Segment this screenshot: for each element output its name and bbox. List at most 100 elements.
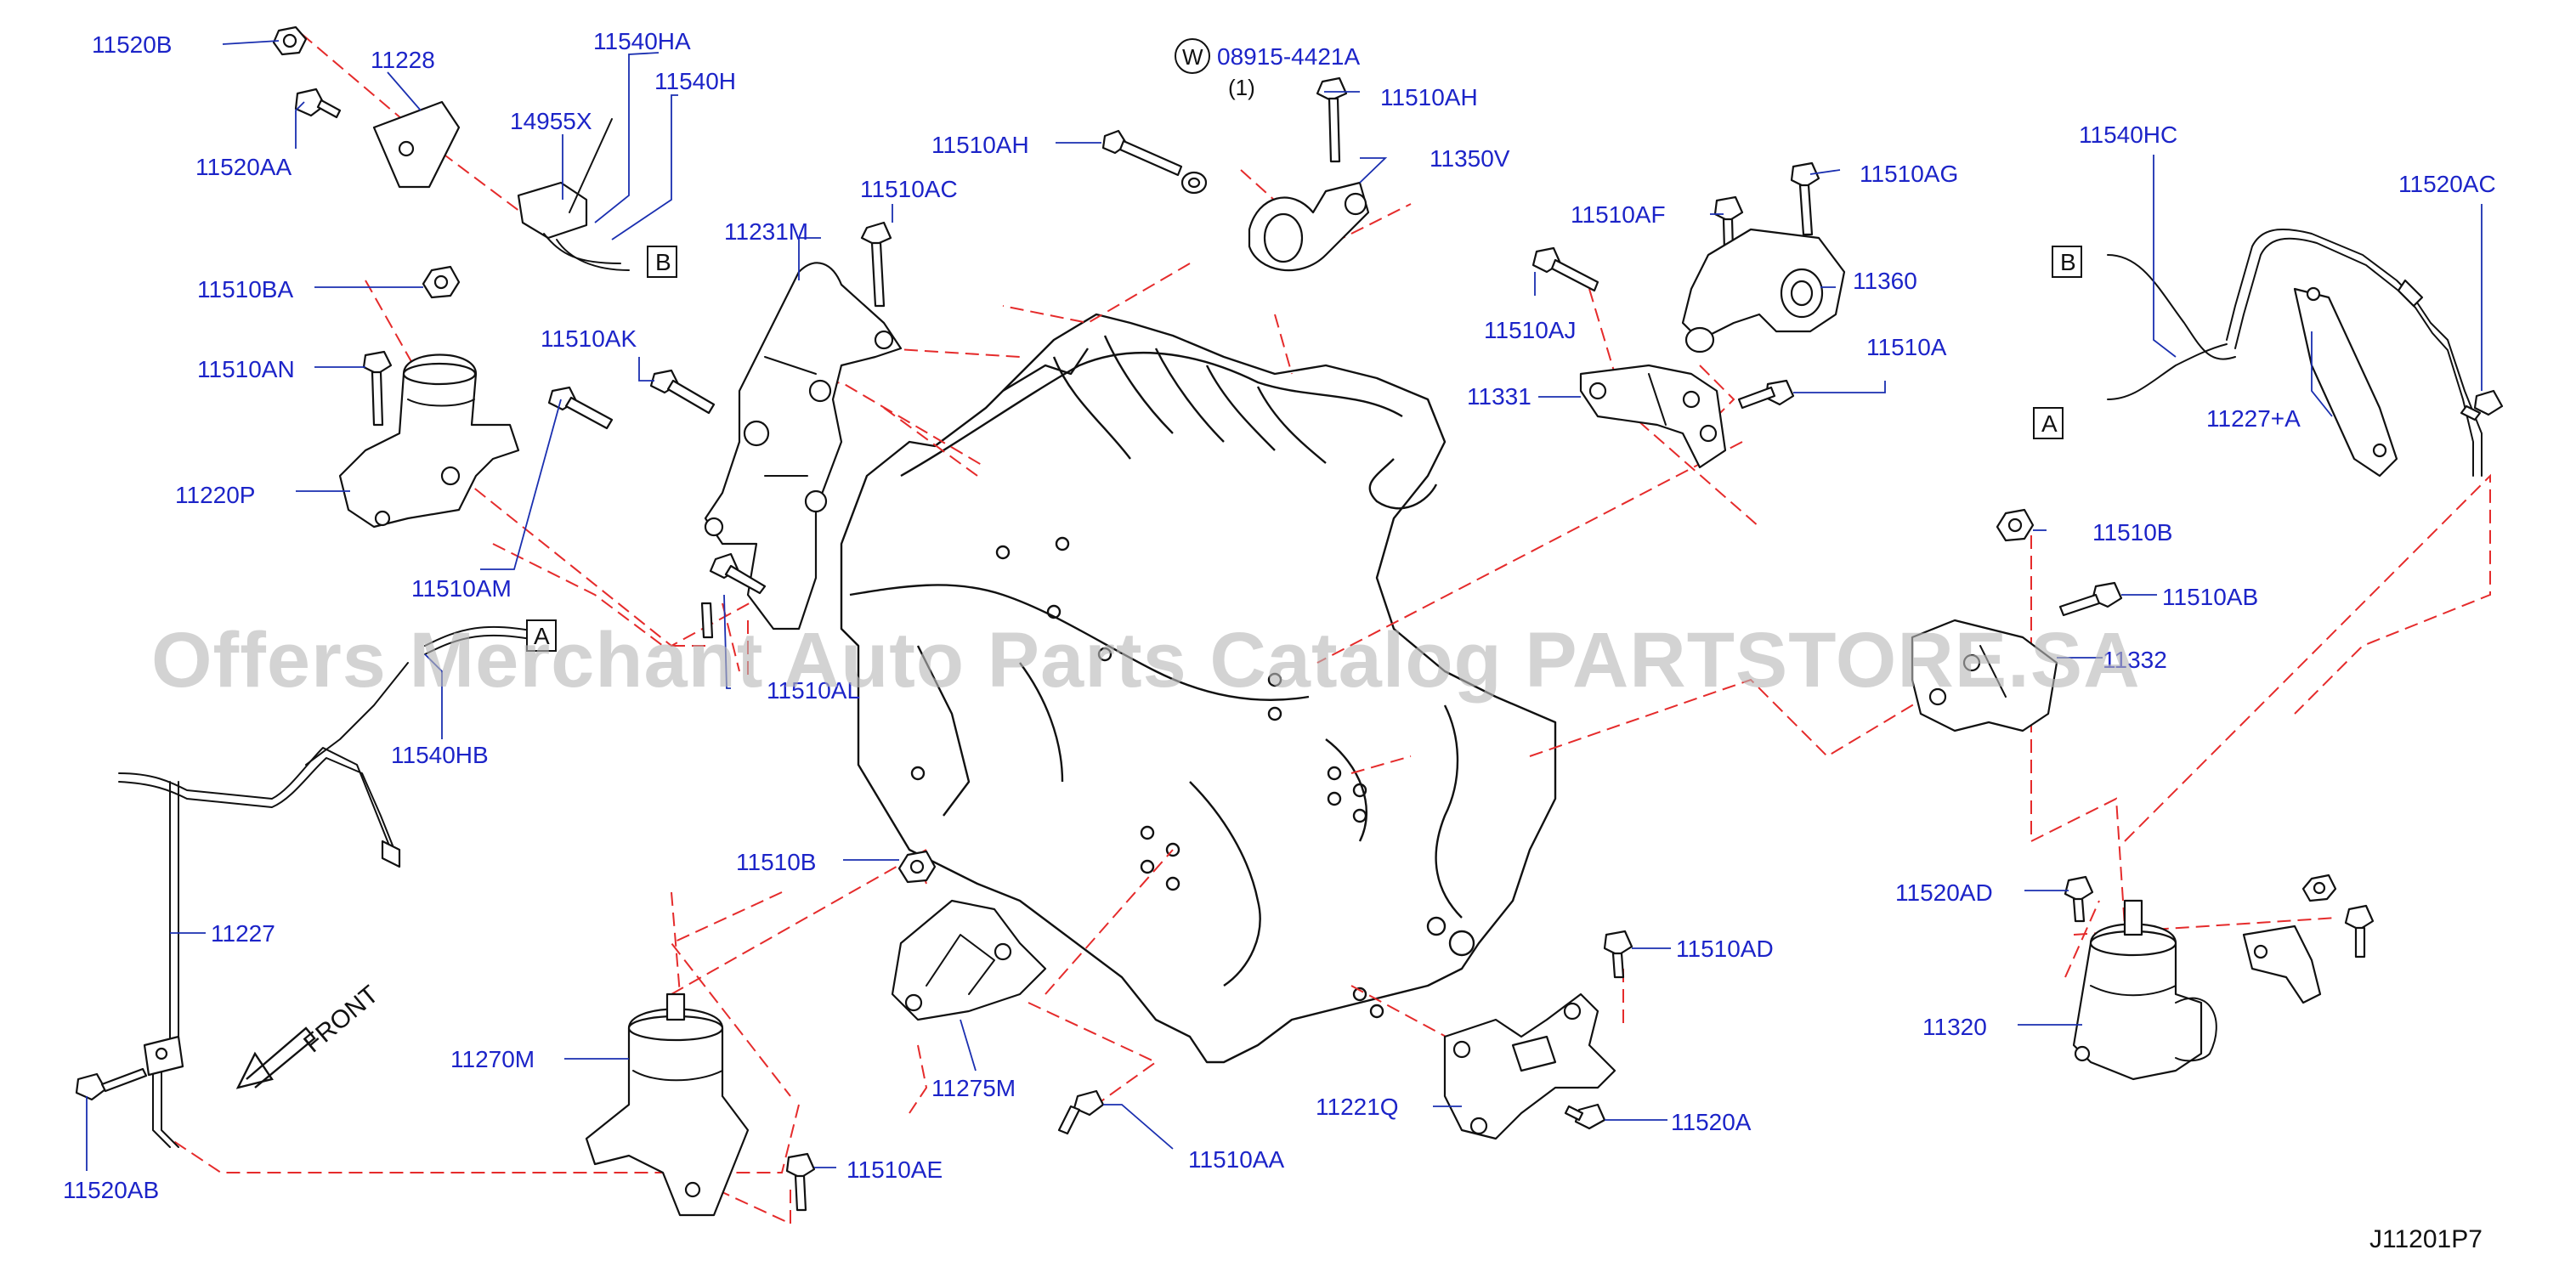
label-11331: 11331 <box>1467 383 1531 410</box>
bracket-11332[interactable] <box>1911 619 2058 732</box>
bolt-11510ad[interactable] <box>1603 930 1633 979</box>
bolt-11520aa[interactable] <box>294 88 342 119</box>
bolt-11510ae[interactable] <box>785 1152 816 1212</box>
bolt-11510am[interactable] <box>547 386 614 430</box>
label-11520ac: 11520AC <box>2398 171 2496 197</box>
washer-symbol: W <box>1175 38 1210 74</box>
bolt-11520ab[interactable] <box>75 1067 148 1101</box>
label-11510ah-top: 11510AH <box>1380 84 1478 110</box>
bolt-11510ag[interactable] <box>1790 161 1820 236</box>
nut-11510ba[interactable] <box>422 265 461 299</box>
label-11510ae: 11510AE <box>846 1156 943 1183</box>
label-11510ag: 11510AG <box>1860 161 1958 187</box>
front-arrow: FRONT <box>235 981 384 1089</box>
label-11275m: 11275M <box>931 1075 1016 1101</box>
torque-rod-11350v[interactable] <box>1248 181 1370 272</box>
callout-a-left: A <box>526 619 557 652</box>
label-11231m: 11231M <box>724 218 808 245</box>
callout-b-upper-letter: B <box>655 249 671 275</box>
label-11510b-middle: 11510B <box>736 849 816 875</box>
label-11350v: 11350V <box>1430 145 1510 172</box>
bolt-11520ac[interactable] <box>2460 389 2504 421</box>
bolt-11510a[interactable] <box>1737 379 1795 410</box>
small-bracket-right[interactable] <box>2242 925 2322 1004</box>
label-11510aa: 11510AA <box>1188 1146 1284 1173</box>
leader-lines <box>86 40 2483 1171</box>
label-11510ab: 11510AB <box>2162 584 2258 610</box>
hose-11540hc[interactable] <box>2107 254 2236 400</box>
label-11220p: 11220P <box>175 482 255 508</box>
label-11510am: 11510AM <box>411 575 512 602</box>
bolt-11510an[interactable] <box>362 350 393 427</box>
label-11228: 11228 <box>371 47 435 73</box>
front-label: FRONT <box>298 981 383 1059</box>
washer-symbol-letter: W <box>1182 44 1203 70</box>
bolt-11510ah-top[interactable] <box>1316 76 1348 163</box>
bolt-11510aa[interactable] <box>1057 1089 1105 1135</box>
bolt-11510ah-left[interactable] <box>1101 129 1183 177</box>
engine-mount-11220p[interactable] <box>338 353 520 529</box>
nut-11510b-right[interactable] <box>1996 508 2035 542</box>
label-11510af: 11510AF <box>1571 201 1666 228</box>
label-11510ah-left: 11510AH <box>931 132 1029 158</box>
label-11221q: 11221Q <box>1316 1094 1399 1120</box>
bolt-11510ac[interactable] <box>860 221 892 308</box>
bolt-right-2[interactable] <box>2344 904 2375 958</box>
bracket-11231m[interactable] <box>704 262 903 630</box>
label-11540hc: 11540HC <box>2079 122 2177 148</box>
label-11332: 11332 <box>2103 647 2167 673</box>
label-11510aj: 11510AJ <box>1484 317 1576 343</box>
bolt-11510ab[interactable] <box>2058 581 2123 617</box>
washer-08915[interactable] <box>1180 171 1208 195</box>
label-11520b: 11520B <box>92 31 172 58</box>
label-11510ac: 11510AC <box>860 176 958 202</box>
label-11540h: 11540H <box>654 68 736 94</box>
label-11360: 11360 <box>1853 268 1917 294</box>
engine-mount-11221q[interactable] <box>1443 992 1616 1140</box>
label-11320: 11320 <box>1922 1014 1987 1040</box>
label-11520ab: 11520AB <box>63 1177 159 1203</box>
label-11227a: 11227+A <box>2206 405 2301 432</box>
label-11510ba: 11510BA <box>197 276 293 303</box>
solenoid-14955x[interactable] <box>517 118 630 271</box>
label-11510ak: 11510AK <box>541 325 637 352</box>
label-11520aa: 11520AA <box>195 154 292 180</box>
nut-right-1[interactable] <box>2301 874 2337 902</box>
hose-11540hb[interactable] <box>305 625 545 766</box>
engine-mount-11320[interactable] <box>2072 899 2217 1081</box>
label-11540ha: 11540HA <box>593 28 691 54</box>
mount-bracket-11360[interactable] <box>1681 228 1846 353</box>
bolt-11510aj[interactable] <box>1531 246 1599 292</box>
label-11510an: 11510AN <box>197 356 295 382</box>
bracket-11331[interactable] <box>1579 364 1727 469</box>
bracket-11275m[interactable] <box>891 899 1047 1021</box>
callout-b-upper: B <box>647 246 677 278</box>
label-08915-qty: (1) <box>1228 75 1255 100</box>
label-11270m: 11270M <box>450 1046 535 1072</box>
bolt-11510ak[interactable] <box>649 369 716 415</box>
diagram-id: J11201P7 <box>2369 1225 2483 1253</box>
vacuum-pipe-11227a[interactable] <box>2226 229 2483 478</box>
part-labels: 11520B 11228 11540HA 11540H 14955X 11520… <box>63 28 2496 1203</box>
bolt-11520a[interactable] <box>1564 1103 1606 1130</box>
label-11520ad: 11520AD <box>1895 879 1993 906</box>
bolt-11520ad[interactable] <box>2064 875 2094 923</box>
engine-mount-11270m[interactable] <box>585 992 750 1217</box>
label-14955x: 14955X <box>510 108 592 134</box>
label-11510b-right: 11510B <box>2092 519 2172 546</box>
label-11510al: 11510AL <box>767 677 860 704</box>
label-11227: 11227 <box>211 920 275 947</box>
nut-11510b-middle[interactable] <box>897 850 937 884</box>
engine-block <box>840 313 1557 1064</box>
label-11520a: 11520A <box>1671 1109 1752 1135</box>
vacuum-pipe-11227[interactable] <box>118 747 401 1148</box>
callout-b-right: B <box>2052 246 2082 278</box>
bolt-11510al[interactable] <box>700 552 767 639</box>
nut-11520b[interactable] <box>272 25 308 56</box>
bracket-11228[interactable] <box>372 100 461 189</box>
label-08915-4421a: 08915-4421A <box>1217 43 1360 70</box>
label-11510a: 11510A <box>1866 334 1947 360</box>
callout-b-right-letter: B <box>2060 249 2076 275</box>
callout-a-right-letter: A <box>2041 410 2058 437</box>
